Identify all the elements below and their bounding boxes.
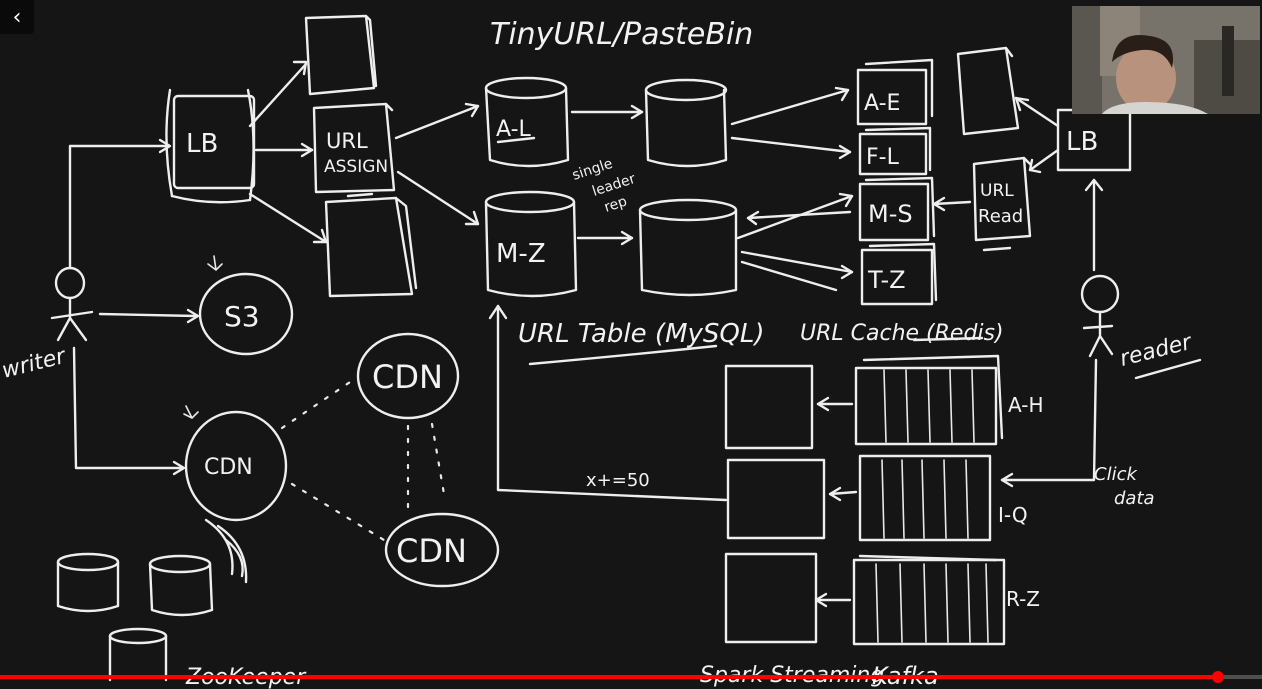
url-read-line2: Read (978, 206, 1023, 227)
url-assign-service: URL ASSIGN (312, 102, 396, 194)
cache-shard-3-label: M-S (868, 200, 913, 228)
counter-update-label: x+=50 (586, 470, 650, 491)
click-data-line2: data (1114, 488, 1155, 509)
db-shard-m-z: M-Z (484, 190, 578, 298)
kafka-partition-a-h: A-H (854, 354, 1044, 446)
cdn-top-label: CDN (372, 358, 443, 396)
db-shard-2-label: M-Z (496, 239, 546, 269)
chevron-left-icon: ‹ (12, 4, 22, 30)
diagram-title: TinyURL/PasteBin (490, 17, 753, 52)
cache-shard-t-z: T-Z (860, 242, 938, 306)
video-scrubber-handle[interactable] (1211, 671, 1224, 683)
load-balancer-left: LB (165, 88, 256, 204)
db-shard-a-l: A-L (484, 76, 570, 168)
cache-shard-4-label: T-Z (867, 266, 906, 294)
cdn-main: CDN (183, 405, 288, 522)
url-table-label: URL Table (MySQL) (518, 319, 764, 349)
cache-shard-2-label: F-L (866, 145, 900, 170)
presenter-webcam (1072, 6, 1260, 114)
reader-figure (1000, 178, 1120, 488)
cache-shard-m-s: M-S (858, 176, 936, 242)
db-replica-1 (644, 78, 728, 168)
kafka-partition-3-label: R-Z (1006, 587, 1040, 611)
s3-storage: S3 (198, 255, 294, 356)
cache-shard-f-l: F-L (858, 126, 932, 176)
kafka-partition-1-label: A-H (1008, 393, 1044, 417)
cache-shard-1-label: A-E (864, 91, 900, 116)
url-assign-line2: ASSIGN (324, 157, 388, 177)
cdn-bottom-label: CDN (396, 532, 467, 570)
cdn-main-label: CDN (204, 455, 253, 480)
url-read-line1: URL (980, 181, 1014, 201)
db-replica-2 (638, 198, 738, 297)
back-button[interactable]: ‹ (0, 0, 34, 34)
click-data-line1: Click (1094, 464, 1138, 485)
kafka-partition-r-z: R-Z (852, 554, 1040, 646)
lb-right-label: LB (1066, 127, 1098, 157)
s3-label: S3 (224, 300, 260, 333)
cdn-top: CDN (356, 332, 460, 420)
replication-note-3: rep (602, 193, 629, 215)
writer-figure (50, 138, 200, 476)
kafka-partition-i-q: I-Q (858, 454, 1028, 542)
cache-shard-a-e: A-E (856, 58, 934, 126)
lb-left-label: LB (186, 129, 218, 159)
cdn-bottom: CDN (384, 512, 500, 588)
url-assign-line1: URL (326, 129, 368, 153)
video-progress-bar[interactable] (0, 671, 1262, 683)
url-read-service: URL Read (972, 156, 1032, 252)
kafka-partition-2-label: I-Q (998, 503, 1028, 527)
url-cache-label: URL Cache (Redis) (800, 321, 1004, 346)
spark-consumers (724, 364, 826, 644)
video-progress-fill (0, 675, 1218, 679)
